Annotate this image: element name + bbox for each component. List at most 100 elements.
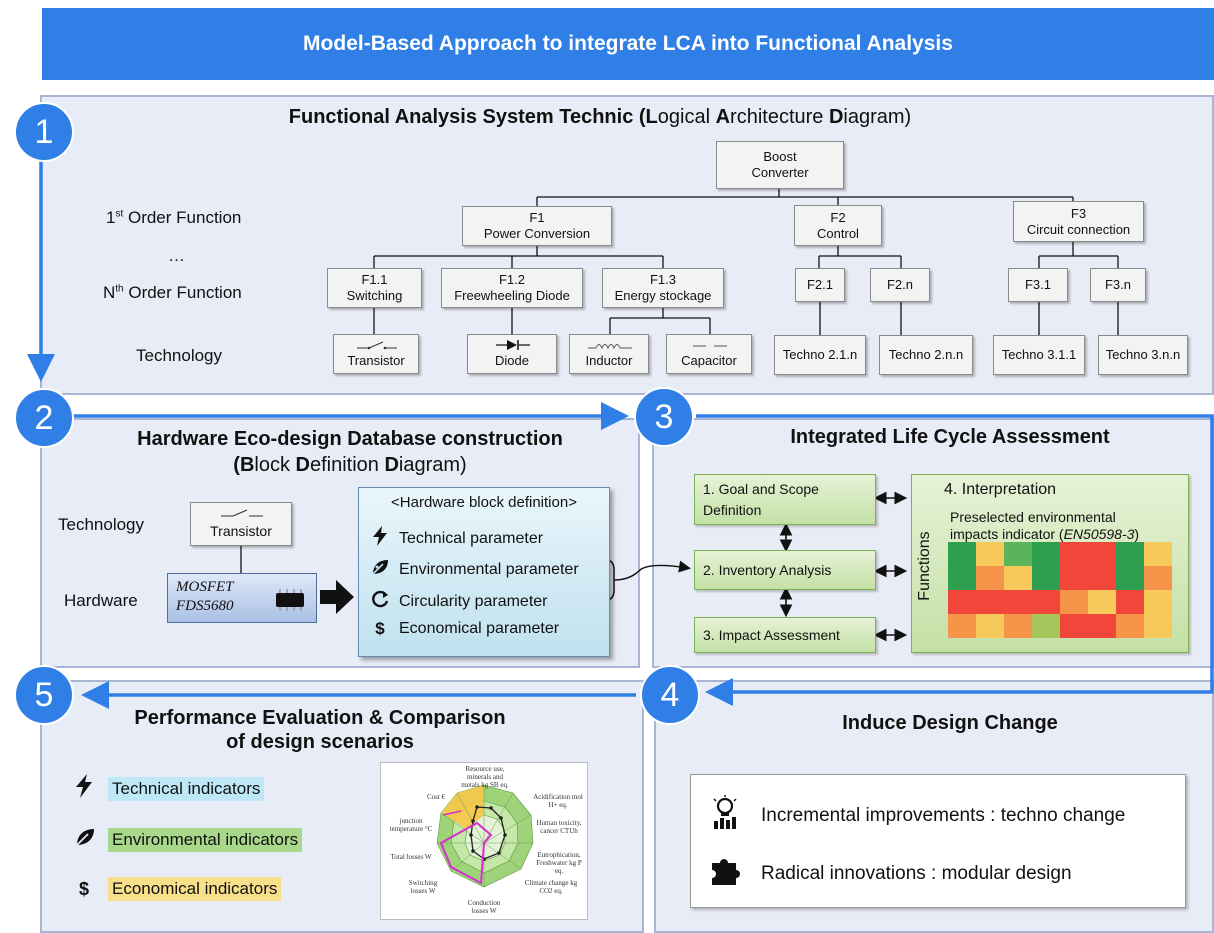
radar-label-climate-change: Climate change kg CO2 eq.: [524, 879, 578, 895]
inductor-symbol-icon: [588, 344, 632, 350]
heatmap-cell: [1116, 566, 1145, 591]
radar-label-total-losses: Total losses W: [390, 853, 432, 861]
heatmap-cell: [976, 614, 1005, 638]
heatmap-cell: [976, 590, 1005, 615]
param-technical: Technical parameter: [369, 526, 543, 551]
tech-inductor: Inductor: [569, 334, 649, 374]
heatmap-axis-label: Functions: [916, 531, 933, 601]
node-f3-n: F3.n: [1090, 268, 1146, 302]
param-economical: $Economical parameter: [369, 619, 559, 639]
tech-techno-3-1-1: Techno 3.1.1: [993, 335, 1085, 375]
indicator-economical: $ Economical indicators: [74, 877, 282, 901]
heatmap-cell: [976, 542, 1005, 567]
tech-diode: Diode: [467, 334, 557, 374]
interpretation-subtitle: Preselected environmental impacts indica…: [950, 509, 1140, 542]
indicator-technical: Technical indicators: [74, 774, 265, 804]
lca-step-impact: 3. Impact Assessment: [694, 617, 876, 653]
hw-transistor-box: Transistor: [190, 502, 292, 546]
row-label-ellipsis: …: [168, 246, 185, 265]
switch-symbol-icon: [221, 509, 263, 517]
heatmap-cell: [1088, 614, 1117, 638]
heatmap-cell: [1144, 542, 1172, 567]
tech-techno-2-1-n: Techno 2.1.n: [774, 335, 866, 375]
section4-title: Induce Design Change: [842, 712, 1058, 734]
node-f2-n: F2.n: [870, 268, 930, 302]
step-badge-2: 2: [14, 388, 74, 448]
heatmap-cell: [1004, 590, 1033, 615]
heatmap-cell: [1088, 542, 1117, 567]
circular-arrows-icon: [369, 589, 391, 614]
radar-label-eutrophication: Eutrophication, Freshwater kg P eq.: [536, 851, 582, 875]
radar-label-cost: Cost €: [426, 793, 446, 801]
heatmap-cell: [1060, 566, 1089, 591]
arrow-3-to-4: [696, 414, 1214, 706]
radar-plot: [436, 784, 534, 888]
heatmap-cell: [948, 542, 977, 567]
lightbulb-chart-icon: [707, 795, 743, 836]
design-change-incremental: Incremental improvements : techno change: [707, 795, 1125, 836]
mosfet-to-block-arrow: [320, 580, 354, 614]
step-badge-5: 5: [14, 665, 74, 725]
diode-symbol-icon: [496, 340, 530, 350]
heatmap-cell: [1088, 566, 1117, 591]
step-badge-3: 3: [634, 387, 694, 447]
heatmap-cell: [948, 590, 977, 615]
tree-connectors: [373, 189, 1119, 335]
heatmap-cell: [1144, 614, 1172, 638]
heatmap-cell: [1032, 542, 1061, 567]
capacitor-symbol-icon: [693, 345, 727, 347]
radar-label-human-toxicity: Human toxicity, cancer CTUh: [536, 819, 582, 835]
heatmap-cell: [1004, 542, 1033, 567]
mosfet-part: MOSFET FDS5680: [167, 573, 317, 623]
section1-title: Functional Analysis System Technic (Logi…: [288, 106, 912, 128]
label-technology: Technology: [58, 515, 145, 534]
node-f3-1: F3.1: [1008, 268, 1068, 302]
design-change-box: Incremental improvements : techno change…: [690, 774, 1186, 908]
radar-chart: Resource use, minerals and metals kg SB …: [380, 762, 588, 920]
lca-step-goal-scope: 1. Goal and Scope Definition: [694, 474, 876, 525]
dollar-icon: $: [375, 619, 385, 638]
leaf-icon: [369, 557, 391, 582]
tech-capacitor: Capacitor: [666, 334, 752, 374]
leaf-icon: [74, 826, 94, 854]
row-label-technology: Technology: [136, 346, 223, 365]
hardware-block-definition: <Hardware block definition> Technical pa…: [358, 487, 610, 657]
heatmap-cell: [948, 566, 977, 591]
heatmap-cell: [1144, 590, 1172, 615]
row-label-nth-order: Nth Order Function: [103, 283, 242, 302]
heatmap-cell: [1116, 542, 1145, 567]
heatmap-cell: [1032, 614, 1061, 638]
lca-step-inventory: 2. Inventory Analysis: [694, 550, 876, 590]
heatmap-cell: [1060, 614, 1089, 638]
banner-title: Model-Based Approach to integrate LCA in…: [42, 8, 1214, 80]
lca-arrows: [779, 491, 908, 642]
step-badge-1: 1: [14, 102, 74, 162]
heatmap-cell: [1004, 614, 1033, 638]
section3-title: Integrated Life Cycle Assessment: [790, 426, 1110, 448]
puzzle-icon: [707, 853, 743, 894]
param-circularity: Circularity parameter: [369, 589, 547, 614]
radar-label-junction-temperature: junction temperature °C: [389, 817, 433, 833]
section2-title: Hardware Eco-design Database constructio…: [137, 428, 563, 476]
heatmap-cell: [1116, 590, 1145, 615]
lightning-icon: [369, 526, 391, 551]
row-label-first-order: 1st Order Function: [106, 208, 242, 227]
design-change-radical: Radical innovations : modular design: [707, 853, 1072, 894]
tech-techno-3-n-n: Techno 3.n.n: [1098, 335, 1188, 375]
heatmap-cell: [1032, 566, 1061, 591]
heatmap-cell: [1004, 566, 1033, 591]
heatmap: [948, 542, 1172, 638]
heatmap-cell: [1060, 590, 1089, 615]
step-badge-4: 4: [640, 665, 700, 725]
radar-label-acidification: Acidification mol H+ eq.: [533, 793, 583, 809]
heatmap-cell: [976, 566, 1005, 591]
label-hardware: Hardware: [64, 591, 138, 610]
